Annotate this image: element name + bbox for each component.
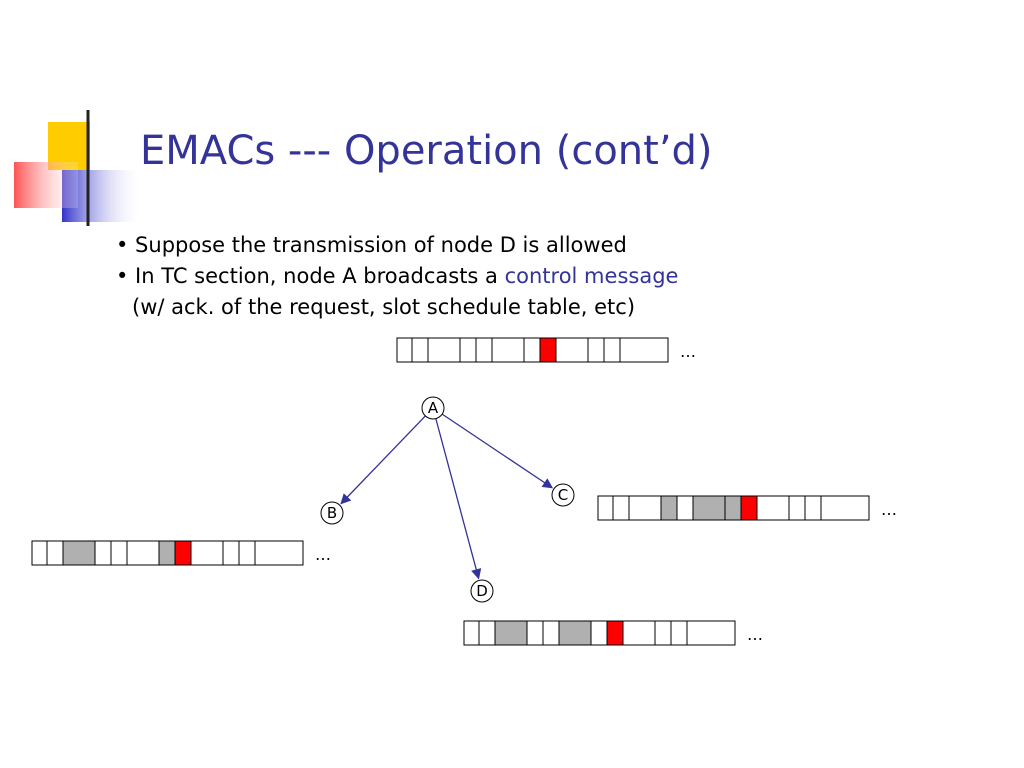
page-title: EMACs --- Operation (cont’d): [140, 128, 713, 174]
node-group: A B C D: [320, 396, 575, 603]
slot-empty: [46, 540, 64, 566]
slot-empty: [396, 337, 413, 363]
slot-empty: [619, 337, 669, 363]
slot-empty: [94, 540, 112, 566]
slot-empty: [523, 337, 541, 363]
bullet-text: • In TC section, node A broadcasts a: [116, 264, 505, 288]
slot-frame-c: …: [597, 495, 897, 521]
slot-control: [174, 540, 192, 566]
slot-busy: [724, 495, 742, 521]
node-c: C: [551, 483, 575, 507]
slot-frame-b: …: [31, 540, 331, 566]
ellipsis: …: [747, 625, 763, 644]
slot-busy: [692, 495, 726, 521]
slot-empty: [628, 495, 662, 521]
edge-group: [340, 413, 554, 580]
slot-empty: [542, 620, 560, 646]
slot-empty: [654, 620, 672, 646]
slot-empty: [463, 620, 480, 646]
node-label: B: [327, 504, 337, 522]
slot-empty: [222, 540, 240, 566]
slot-empty: [126, 540, 160, 566]
node-label: C: [558, 486, 568, 504]
ellipsis: …: [315, 545, 331, 564]
arrow-a-to-b: [340, 415, 426, 505]
slot-empty: [555, 337, 589, 363]
slot-control: [740, 495, 758, 521]
slot-control: [606, 620, 624, 646]
slot-empty: [238, 540, 256, 566]
slot-empty: [587, 337, 605, 363]
node-label: A: [428, 399, 439, 417]
slot-empty: [597, 495, 614, 521]
bullet-text: • Suppose the transmission of node D is …: [116, 233, 627, 257]
slot-empty: [478, 620, 496, 646]
slot-empty: [459, 337, 477, 363]
slot-empty: [491, 337, 525, 363]
slot-empty: [475, 337, 493, 363]
slot-empty: [427, 337, 461, 363]
node-circle: [320, 501, 344, 525]
slot-empty: [676, 495, 694, 521]
node-d: D: [470, 579, 494, 603]
bullet-item-1: • Suppose the transmission of node D is …: [116, 230, 678, 261]
slot-empty: [622, 620, 656, 646]
node-label: D: [476, 582, 488, 600]
slot-empty: [756, 495, 790, 521]
slot-empty: [804, 495, 822, 521]
slot-empty: [686, 620, 736, 646]
slot-empty: [670, 620, 688, 646]
slot-empty: [190, 540, 224, 566]
slot-empty: [612, 495, 630, 521]
slot-control: [539, 337, 557, 363]
bullet-list: • Suppose the transmission of node D is …: [116, 230, 678, 323]
slot-empty: [820, 495, 870, 521]
ellipsis: …: [680, 342, 696, 361]
ellipsis: …: [881, 500, 897, 519]
bullet-text: (w/ ack. of the request, slot schedule t…: [132, 295, 636, 319]
logo-decoration: [14, 110, 960, 226]
slot-empty: [590, 620, 608, 646]
highlight-text: control message: [504, 264, 679, 288]
slot-frame-a: …: [396, 337, 696, 363]
node-a: A: [421, 396, 445, 420]
bullet-item-2: • In TC section, node A broadcasts a con…: [116, 261, 678, 292]
slot-empty: [31, 540, 48, 566]
node-circle: [470, 579, 494, 603]
slot-busy: [558, 620, 592, 646]
slot-empty: [411, 337, 429, 363]
slot-empty: [110, 540, 128, 566]
arrow-a-to-d: [435, 418, 482, 580]
node-circle: [551, 483, 575, 507]
slot-empty: [526, 620, 544, 646]
node-circle: [421, 396, 445, 420]
slot-empty: [603, 337, 621, 363]
slot-empty: [788, 495, 806, 521]
slot-frame-d: …: [463, 620, 763, 646]
node-b: B: [320, 501, 344, 525]
slot-empty: [254, 540, 304, 566]
slot-busy: [62, 540, 96, 566]
slot-busy: [158, 540, 176, 566]
bullet-item-3: (w/ ack. of the request, slot schedule t…: [116, 292, 678, 323]
slot-busy: [494, 620, 528, 646]
arrow-a-to-c: [441, 413, 554, 489]
slot-busy: [660, 495, 678, 521]
frame-group: … … … …: [31, 337, 897, 646]
